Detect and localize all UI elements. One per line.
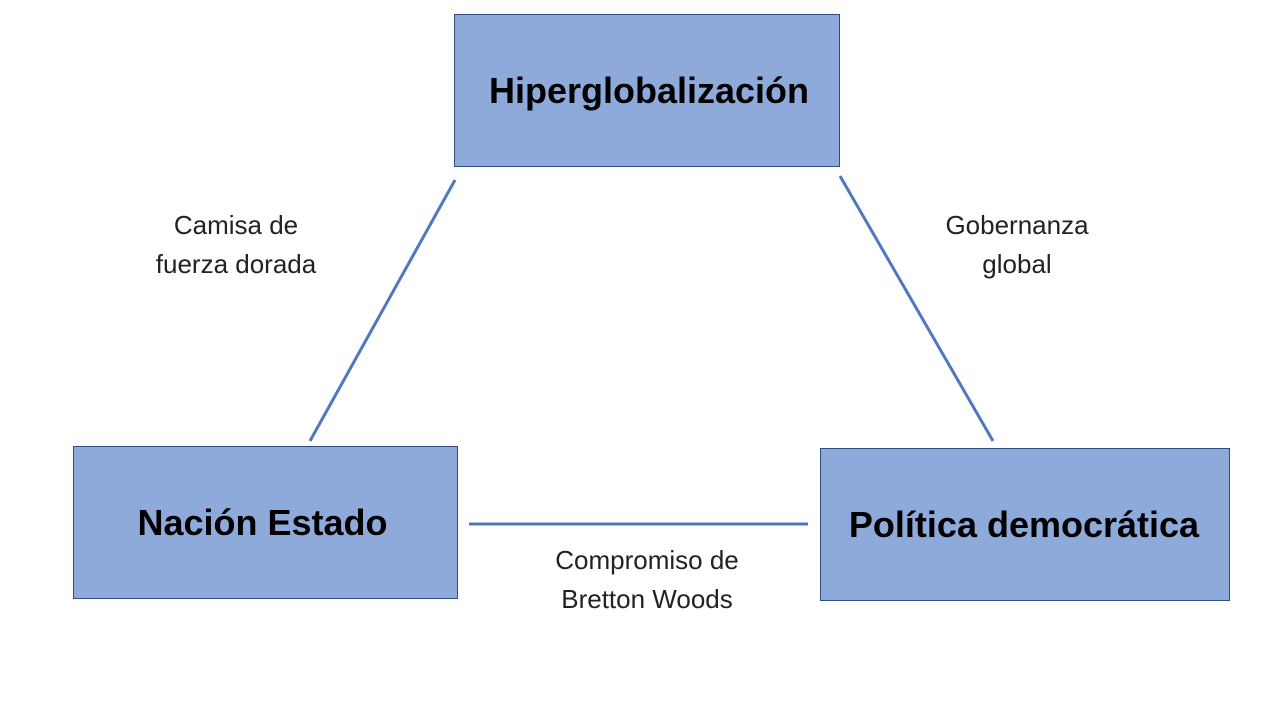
edge-label-bottom-line-2: Bretton Woods: [561, 584, 733, 614]
edge-label-compromiso-de-bretton-woods: Compromiso de Bretton Woods: [520, 541, 774, 619]
edge-label-camisa-de-fuerza-dorada: Camisa de fuerza dorada: [130, 206, 342, 284]
edge-label-left-line-1: Camisa de: [173, 210, 299, 240]
node-top-label: Hiperglobalización: [488, 69, 810, 111]
node-politica-democratica: Política democrática: [820, 448, 1230, 601]
node-left-label: Nación Estado: [137, 501, 388, 543]
edge-label-right-line-1: Gobernanza: [945, 210, 1089, 240]
edge-label-left-line-2: fuerza dorada: [155, 249, 317, 279]
node-hiperglobalizacion: Hiperglobalización: [454, 14, 840, 167]
connector-top-left: [308, 179, 457, 442]
edge-label-bottom-line-1: Compromiso de: [555, 545, 739, 575]
edge-label-right-line-2: global: [982, 249, 1052, 279]
node-nacion-estado: Nación Estado: [73, 446, 458, 599]
edge-label-gobernanza-global: Gobernanza global: [917, 206, 1117, 284]
connector-top-right: [838, 175, 995, 442]
node-right-label: Política democrática: [848, 503, 1200, 545]
